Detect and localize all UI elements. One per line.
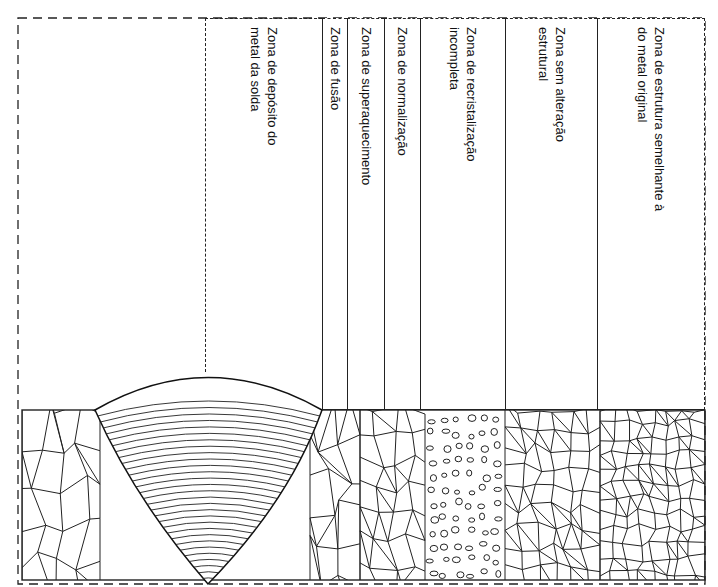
zone-label: Zona de superaquecimento (358, 19, 375, 185)
zone-label: Zona de fusão (327, 19, 344, 110)
zone-label: Zona de normalização (394, 19, 411, 156)
zone-label: Zona sem alteração estrutural (535, 19, 569, 155)
zone-column: Zona de recristalização incompleta (420, 18, 505, 410)
frame (18, 18, 705, 584)
zone-column: Zona sem alteração estrutural (505, 18, 597, 410)
zone-column: Zona de superaquecimento (347, 18, 384, 410)
zone-column: Zona de depósito do metal da solda (205, 18, 322, 372)
zone-label: Zona de recristalização incompleta (446, 19, 480, 187)
zone-label: Zona de depósito do metal da solda (247, 19, 281, 155)
zone-label: Zona de estrutura semelhante à do metal … (634, 19, 668, 217)
zone-column: Zona de estrutura semelhante à do metal … (597, 18, 705, 410)
weld-bead (95, 378, 322, 585)
zone-column: Zona de normalização (384, 18, 420, 410)
zone-column: Zona de fusão (322, 18, 347, 410)
